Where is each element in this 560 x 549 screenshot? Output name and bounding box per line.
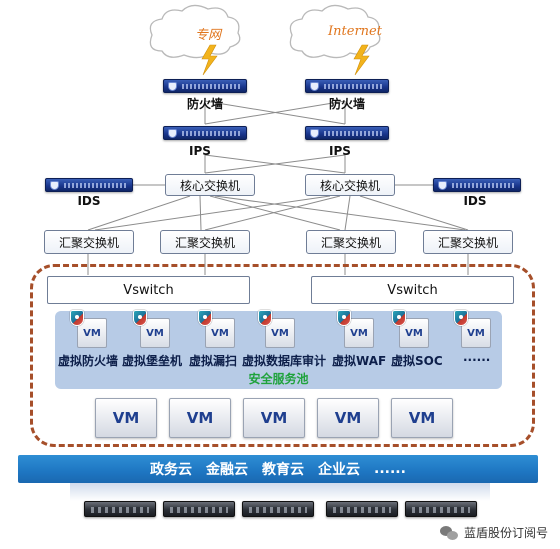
ids-left-device xyxy=(45,178,133,192)
ips-right-device xyxy=(305,126,389,140)
cloud-services-bar: 政务云 金融云 教育云 企业云 ...... xyxy=(18,455,538,483)
vswitch-left: Vswitch xyxy=(47,276,250,304)
virtualization-region xyxy=(30,264,535,447)
cloud-item-finance: 金融云 xyxy=(206,462,249,478)
vswitch-right: Vswitch xyxy=(311,276,514,304)
vm-box-5: VM xyxy=(391,398,453,438)
physical-server-4 xyxy=(326,501,398,517)
projection-fan xyxy=(70,483,490,501)
ips-left-device xyxy=(163,126,247,140)
shield-icon xyxy=(168,129,177,138)
firewall-right-device xyxy=(305,79,389,93)
security-shield-icon xyxy=(198,310,212,326)
physical-server-3 xyxy=(242,501,314,517)
cloud-item-more: ...... xyxy=(374,461,406,477)
service-label-more: ...... xyxy=(463,350,491,364)
ids-right-device xyxy=(433,178,521,192)
firewall-left-device xyxy=(163,79,247,93)
physical-server-1 xyxy=(84,501,156,517)
cloud-item-gov: 政务云 xyxy=(150,462,193,478)
aggregation-switch-4: 汇聚交换机 xyxy=(423,230,513,254)
security-shield-icon xyxy=(70,310,84,326)
security-shield-icon xyxy=(392,310,406,326)
cloud-shapes xyxy=(149,4,381,59)
pool-vm-card: VM xyxy=(77,318,107,348)
wechat-icon xyxy=(439,525,458,540)
shield-icon xyxy=(310,82,319,91)
physical-server-2 xyxy=(163,501,235,517)
security-shield-icon xyxy=(454,310,468,326)
watermark-text: 蓝盾股份订阅号 xyxy=(463,526,548,540)
service-label-virtual-firewall: 虚拟防火墙 xyxy=(58,354,119,368)
shield-icon xyxy=(310,129,319,138)
core-switch-left: 核心交换机 xyxy=(165,174,255,196)
service-label-virtual-bastion: 虚拟堡垒机 xyxy=(122,354,183,368)
aggregation-switch-2: 汇聚交换机 xyxy=(160,230,250,254)
cloud-label-private-net: 专网 xyxy=(194,28,221,43)
core-switch-right: 核心交换机 xyxy=(305,174,395,196)
shield-icon xyxy=(168,82,177,91)
shield-icon xyxy=(438,181,447,190)
ids-right-label: IDS xyxy=(463,194,487,208)
ids-left-label: IDS xyxy=(77,194,101,208)
aggregation-switch-1: 汇聚交换机 xyxy=(44,230,134,254)
service-label-virtual-db-audit: 虚拟数据库审计 xyxy=(242,354,327,368)
aggregation-switch-3: 汇聚交换机 xyxy=(306,230,396,254)
security-shield-icon xyxy=(258,310,272,326)
ips-right-label: IPS xyxy=(329,144,351,158)
shield-icon xyxy=(50,181,59,190)
vm-box-4: VM xyxy=(317,398,379,438)
security-pool-title: 安全服务池 xyxy=(248,372,309,386)
ips-left-label: IPS xyxy=(189,144,211,158)
cloud-label-internet: Internet xyxy=(328,24,382,39)
vm-box-3: VM xyxy=(243,398,305,438)
vm-box-1: VM xyxy=(95,398,157,438)
firewall-right-label: 防火墙 xyxy=(328,97,365,111)
cloud-item-enterprise: 企业云 xyxy=(318,462,361,478)
lightning-icons xyxy=(201,44,370,76)
security-shield-icon xyxy=(133,310,147,326)
vm-box-2: VM xyxy=(169,398,231,438)
service-label-virtual-waf: 虚拟WAF xyxy=(332,354,387,368)
cloud-item-education: 教育云 xyxy=(262,462,305,478)
physical-server-5 xyxy=(405,501,477,517)
service-label-virtual-scanner: 虚拟漏扫 xyxy=(189,354,238,368)
service-label-virtual-soc: 虚拟SOC xyxy=(391,354,443,368)
security-shield-icon xyxy=(337,310,351,326)
firewall-left-label: 防火墙 xyxy=(186,97,223,111)
watermark: 蓝盾股份订阅号 xyxy=(439,524,548,541)
